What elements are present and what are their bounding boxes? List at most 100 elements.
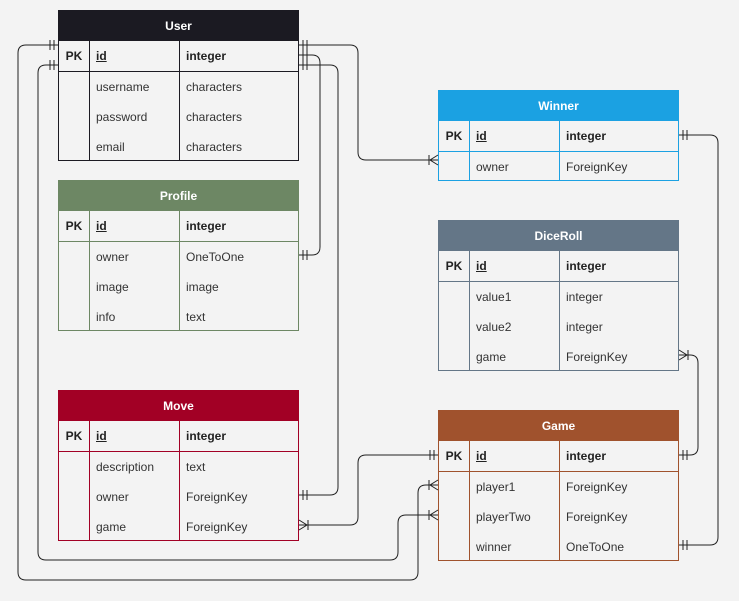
field-name: game <box>476 350 507 364</box>
field-name: value2 <box>476 320 512 334</box>
field-type: integer <box>566 259 607 273</box>
many-marker <box>428 154 439 166</box>
column-divider <box>559 251 560 370</box>
pk-label: PK <box>445 129 463 143</box>
move-field-row: game ForeignKey <box>59 512 298 542</box>
field-name: owner <box>476 160 509 174</box>
field-type: integer <box>566 320 603 334</box>
connector-user-game-player1 <box>17 44 438 581</box>
column-divider <box>469 441 470 560</box>
field-type: integer <box>566 290 603 304</box>
field-name: email <box>96 140 125 154</box>
field-type: integer <box>186 49 227 63</box>
many-marker <box>298 519 309 531</box>
connector-user-game-playertwo <box>37 64 438 561</box>
column-divider <box>89 41 90 160</box>
field-type: integer <box>566 129 607 143</box>
one-marker <box>49 60 55 70</box>
field-type: OneToOne <box>566 540 625 554</box>
field-name: id <box>476 449 487 463</box>
field-name: id <box>476 259 487 273</box>
field-type: ForeignKey <box>566 160 628 174</box>
one-marker <box>302 40 308 50</box>
field-name: id <box>96 219 107 233</box>
column-divider <box>469 251 470 370</box>
connector-game-move <box>299 454 438 526</box>
pk-label: PK <box>445 449 463 463</box>
one-marker <box>682 130 688 140</box>
diceroll-field-row: game ForeignKey <box>439 342 678 372</box>
one-marker <box>302 250 308 260</box>
diceroll-field-row: value1 integer <box>439 282 678 312</box>
field-name: playerTwo <box>476 510 531 524</box>
field-type: OneToOne <box>186 250 245 264</box>
column-divider <box>559 121 560 180</box>
column-divider <box>559 441 560 560</box>
profile-title: Profile <box>59 181 298 211</box>
game-field-row: winner OneToOne <box>439 532 678 562</box>
diceroll-pk-row: PK id integer <box>439 251 678 282</box>
field-type: ForeignKey <box>186 520 248 534</box>
column-divider <box>179 421 180 540</box>
one-marker <box>49 40 55 50</box>
pk-label: PK <box>65 49 83 63</box>
pk-label: PK <box>445 259 463 273</box>
user-field-row: username characters <box>59 72 298 102</box>
column-divider <box>469 121 470 180</box>
field-name: value1 <box>476 290 512 304</box>
field-type: characters <box>186 80 243 94</box>
one-marker <box>682 540 688 550</box>
one-marker <box>682 450 688 460</box>
field-name: winner <box>476 540 512 554</box>
many-marker <box>428 479 439 491</box>
field-type: image <box>186 280 219 294</box>
field-type: ForeignKey <box>566 480 628 494</box>
profile-field-row: image image <box>59 272 298 302</box>
column-divider <box>89 421 90 540</box>
one-marker <box>302 50 308 60</box>
field-name: player1 <box>476 480 516 494</box>
field-name: username <box>96 80 150 94</box>
many-marker <box>678 349 689 361</box>
field-type: characters <box>186 110 243 124</box>
game-pk-row: PK id integer <box>439 441 678 472</box>
field-type: integer <box>566 449 607 463</box>
column-divider <box>179 41 180 160</box>
profile-field-row: owner OneToOne <box>59 242 298 272</box>
field-name: id <box>96 429 107 443</box>
one-marker <box>429 450 435 460</box>
game-field-row: player1 ForeignKey <box>439 472 678 502</box>
field-type: ForeignKey <box>186 490 248 504</box>
one-marker <box>302 490 308 500</box>
move-title: Move <box>59 391 298 421</box>
field-name: game <box>96 520 127 534</box>
one-marker <box>302 60 308 70</box>
column-divider <box>89 211 90 330</box>
field-name: owner <box>96 250 129 264</box>
field-type: text <box>186 460 206 474</box>
game-title: Game <box>439 411 678 441</box>
field-type: integer <box>186 219 227 233</box>
field-type: integer <box>186 429 227 443</box>
field-name: image <box>96 280 129 294</box>
field-type: ForeignKey <box>566 350 628 364</box>
field-name: info <box>96 310 116 324</box>
many-marker <box>428 509 439 521</box>
field-type: ForeignKey <box>566 510 628 524</box>
